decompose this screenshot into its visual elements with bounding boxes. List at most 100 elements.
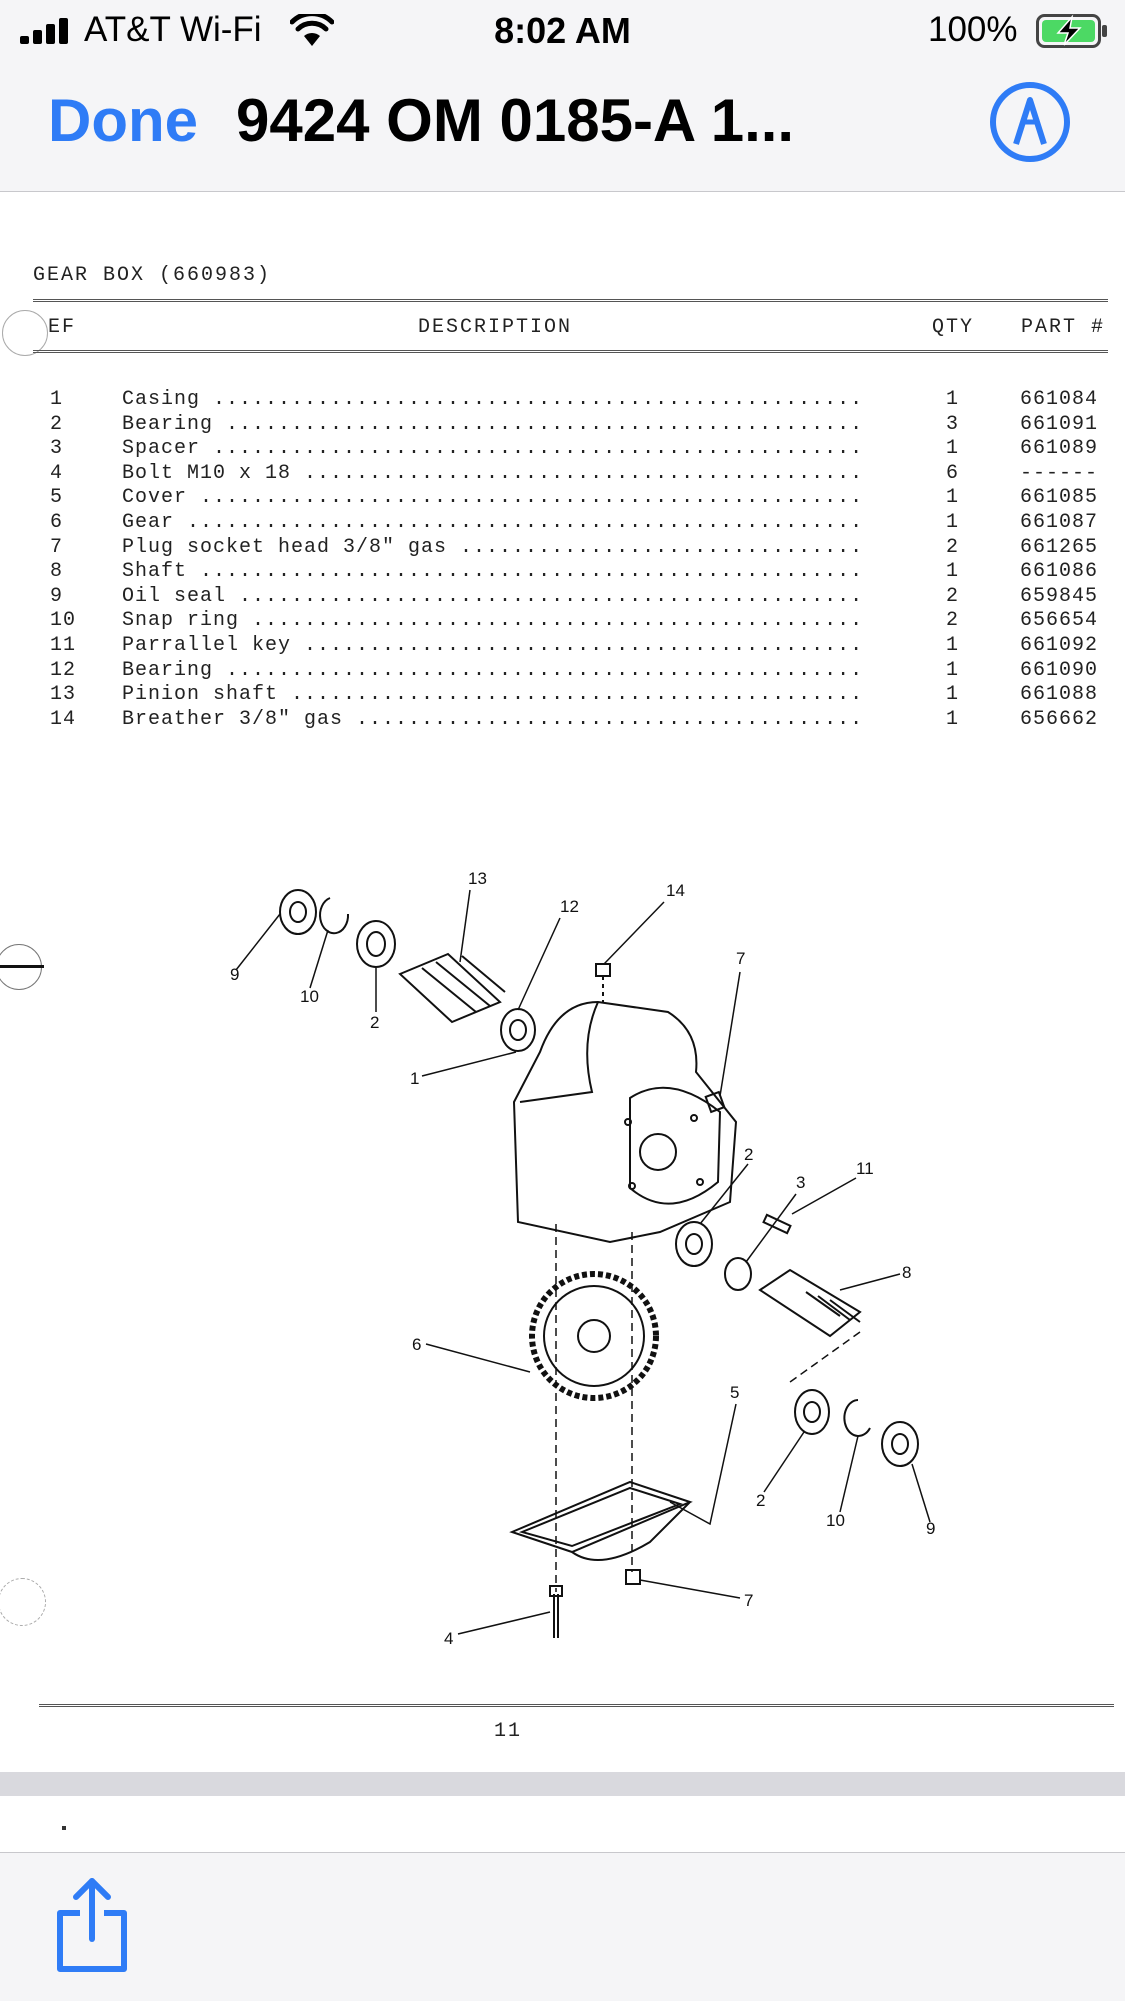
ref-cell: 12 <box>50 658 77 682</box>
qty-cell: 6 <box>946 461 960 485</box>
callout-label: 1 <box>410 1069 419 1088</box>
description-cell: Bolt M10 x 18 ..........................… <box>122 461 864 485</box>
callout-label: 4 <box>444 1629 453 1648</box>
carrier-name: AT&T Wi-Fi <box>84 10 262 49</box>
punch-hole <box>2 310 48 356</box>
clock: 8:02 AM <box>494 10 631 51</box>
table-row: 9 Oil seal ..............................… <box>0 585 1125 610</box>
callout-label: 9 <box>230 965 239 984</box>
ref-cell: 6 <box>50 510 64 534</box>
column-part: PART # <box>1021 316 1106 339</box>
next-page-top[interactable] <box>0 1796 1125 1852</box>
scan-speck <box>62 1826 66 1830</box>
spacer-part <box>724 1257 752 1291</box>
description-cell: Cover ..................................… <box>122 486 864 510</box>
part-number-cell: 661084 <box>1020 388 1099 411</box>
callout-label: 11 <box>856 1159 874 1178</box>
description-cell: Bearing ................................… <box>122 658 864 682</box>
snap-ring-part <box>843 1399 871 1437</box>
table-row: 2 Bearing ...............................… <box>0 413 1125 438</box>
plug-part <box>704 1090 726 1114</box>
callout-label: 5 <box>730 1383 739 1402</box>
description-cell: Oil seal ...............................… <box>122 584 864 608</box>
parallel-key-part <box>762 1213 792 1235</box>
battery-charging-icon <box>1036 14 1107 48</box>
markup-pen-icon[interactable] <box>988 80 1072 164</box>
breather-part <box>595 963 611 977</box>
bolt-part <box>553 1594 559 1638</box>
qty-cell: 3 <box>946 412 960 436</box>
callout-label: 9 <box>926 1519 935 1538</box>
punch-hole-mark <box>0 965 44 968</box>
battery-percent: 100% <box>928 10 1018 49</box>
gear-part <box>529 1271 659 1401</box>
callout-label: 3 <box>796 1173 805 1192</box>
callout-label: 10 <box>300 987 319 1006</box>
navigation-bar: Done 9424 OM 0185-A 1... <box>0 62 1125 192</box>
page-number: 11 <box>494 1720 523 1743</box>
table-row: 1 Casing ................................… <box>0 388 1125 413</box>
plug-part <box>625 1569 641 1585</box>
bearing-part <box>794 1389 830 1435</box>
table-row: 7 Plug socket head 3/8" gas .............… <box>0 536 1125 561</box>
part-number-cell: 661088 <box>1020 683 1099 707</box>
punch-hole <box>0 1578 46 1626</box>
description-cell: Snap ring ..............................… <box>122 609 864 633</box>
callout-label: 2 <box>756 1491 765 1510</box>
rule-bottom <box>39 1704 1114 1707</box>
oil-seal-part <box>881 1421 919 1467</box>
callout-label: 2 <box>370 1013 379 1032</box>
qty-cell: 1 <box>946 707 960 731</box>
snap-ring-part <box>319 897 350 935</box>
qty-cell: 1 <box>946 560 960 584</box>
callout-label: 10 <box>826 1511 845 1530</box>
part-number-cell: 661086 <box>1020 560 1099 584</box>
part-number-cell: 661087 <box>1020 510 1099 534</box>
ref-cell: 10 <box>50 609 77 633</box>
column-ref: EF <box>48 316 77 339</box>
ref-cell: 13 <box>50 683 77 707</box>
callout-label: 7 <box>736 949 745 968</box>
done-button[interactable]: Done <box>48 87 198 154</box>
ref-cell: 2 <box>50 412 64 436</box>
callout-label: 2 <box>744 1145 753 1164</box>
qty-cell: 1 <box>946 388 960 411</box>
qty-cell: 1 <box>946 437 960 461</box>
qty-cell: 1 <box>946 683 960 707</box>
callout-label: 7 <box>744 1591 753 1610</box>
part-number-cell: 661091 <box>1020 412 1099 436</box>
rule-header <box>33 350 1108 353</box>
column-description: DESCRIPTION <box>418 316 573 339</box>
column-qty: QTY <box>932 316 975 339</box>
document-page[interactable]: GEAR BOX (660983) EF DESCRIPTION QTY PAR… <box>0 192 1125 1772</box>
qty-cell: 2 <box>946 584 960 608</box>
bearing-part <box>500 1008 536 1052</box>
part-number-cell: 661090 <box>1020 658 1099 682</box>
share-icon[interactable] <box>52 1875 132 1975</box>
signal-icon <box>20 18 68 44</box>
ref-cell: 7 <box>50 535 64 559</box>
description-cell: Breather 3/8" gas ......................… <box>122 707 864 731</box>
description-cell: Bearing ................................… <box>122 412 864 436</box>
description-cell: Casing .................................… <box>122 388 864 411</box>
cover-part <box>509 1480 693 1554</box>
part-number-cell: 661085 <box>1020 486 1099 510</box>
description-cell: Plug socket head 3/8" gas ..............… <box>122 535 864 559</box>
ref-cell: 9 <box>50 584 64 608</box>
parts-list: 1 Casing ................................… <box>0 388 1125 732</box>
table-row: 12 Bearing ..............................… <box>0 659 1125 684</box>
oil-seal-part <box>279 889 317 935</box>
ref-cell: 1 <box>50 388 64 411</box>
bottom-toolbar <box>0 1852 1125 2001</box>
qty-cell: 2 <box>946 609 960 633</box>
ref-cell: 11 <box>50 633 77 657</box>
ref-cell: 8 <box>50 560 64 584</box>
part-number-cell: 656654 <box>1020 609 1099 633</box>
